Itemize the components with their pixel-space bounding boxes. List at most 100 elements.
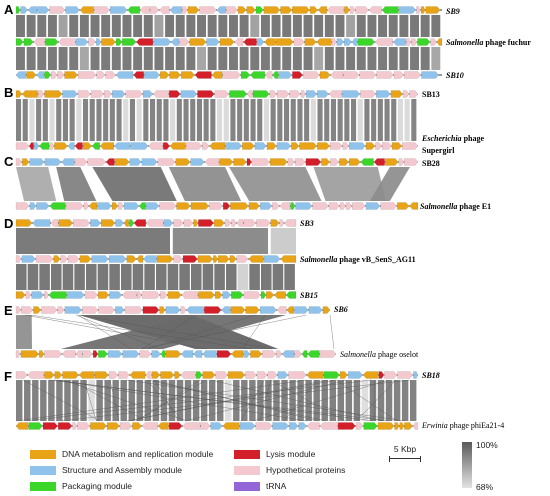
gene-arrow — [58, 422, 73, 430]
gene-arrow — [153, 90, 169, 98]
gene-arrow — [36, 202, 50, 210]
gene-arrow — [142, 90, 153, 98]
gene-arrow — [133, 219, 146, 227]
gene-arrow — [92, 350, 98, 358]
gene-arrow — [165, 306, 181, 314]
gene-arrow — [430, 38, 437, 46]
gene-arrow — [90, 90, 104, 98]
gene-arrow — [182, 6, 188, 14]
gene-arrow — [15, 71, 27, 79]
gene-arrow — [339, 202, 346, 210]
gene-arrow — [35, 255, 54, 263]
gene-arrow — [142, 306, 160, 314]
gene-arrow — [306, 422, 320, 430]
gene-arrow — [140, 6, 150, 14]
gene-arrow — [42, 422, 58, 430]
gene-arrow — [108, 255, 127, 263]
panel-letter-b: B — [4, 85, 13, 100]
genome-track-sb13 — [15, 90, 419, 98]
gene-arrow — [29, 142, 34, 150]
gene-arrow — [349, 158, 361, 166]
gene-arrow — [62, 90, 78, 98]
gene-arrow — [272, 71, 279, 79]
track-label-fuchur: Salmonella phage fuchur — [446, 38, 531, 47]
gene-arrow — [229, 90, 247, 98]
gene-arrow — [223, 202, 230, 210]
gene-arrow — [286, 306, 295, 314]
gene-arrow — [179, 38, 190, 46]
gene-arrow — [397, 202, 410, 210]
gene-arrow — [98, 306, 115, 314]
gene-arrow — [399, 422, 404, 430]
gene-arrow — [222, 71, 241, 79]
gene-arrow — [272, 422, 289, 430]
gene-arrow — [247, 90, 253, 98]
gene-arrow — [15, 219, 33, 227]
gene-arrow — [82, 350, 93, 358]
gene-arrow — [141, 158, 158, 166]
gene-arrow — [122, 291, 137, 299]
gene-arrow — [327, 6, 344, 14]
gene-arrow — [260, 202, 272, 210]
gene-arrow — [156, 255, 174, 263]
gene-arrow — [381, 6, 399, 14]
gene-arrow — [190, 202, 209, 210]
gene-arrow — [159, 71, 170, 79]
track-label-sb10: SB10 — [446, 71, 464, 80]
gene-arrow — [224, 219, 232, 227]
gene-arrow — [255, 6, 264, 14]
gene-arrow — [100, 142, 114, 150]
panel-letter-d: D — [4, 216, 13, 231]
gene-arrow — [303, 71, 320, 79]
gene-arrow — [365, 142, 376, 150]
track-label-supergirl-line2: Supergirl — [422, 146, 455, 155]
gene-arrow — [243, 350, 250, 358]
gene-arrow — [194, 71, 212, 79]
legend-item-trna: tRNA — [234, 480, 286, 492]
gene-arrow — [66, 291, 85, 299]
track-label-supergirl: Escherichia phage — [421, 134, 484, 143]
gene-arrow — [54, 142, 68, 150]
gene-arrow — [263, 6, 281, 14]
gene-arrow — [73, 219, 91, 227]
gene-arrow — [344, 38, 352, 46]
legend-swatch-lysis — [234, 449, 260, 459]
gene-arrow — [215, 371, 228, 379]
gene-arrow — [210, 422, 223, 430]
gene-arrow — [151, 350, 161, 358]
gene-arrow — [277, 90, 290, 98]
gene-arrow — [342, 90, 360, 98]
gene-arrow — [60, 255, 68, 263]
gene-arrow — [226, 6, 238, 14]
gene-arrow — [187, 6, 200, 14]
gene-arrow — [321, 158, 330, 166]
gene-arrow — [217, 255, 230, 263]
gene-arrow — [197, 90, 215, 98]
legend-item-lysis: Lysis module — [234, 448, 315, 460]
gene-arrow — [186, 306, 204, 314]
gene-arrow — [295, 158, 306, 166]
gene-arrow — [49, 142, 54, 150]
gene-arrow — [38, 90, 45, 98]
gene-arrow — [256, 371, 268, 379]
gene-arrow — [376, 90, 391, 98]
gene-arrow — [222, 422, 240, 430]
scale-line — [389, 456, 421, 462]
genome-tracks — [15, 6, 443, 430]
gene-arrow — [67, 255, 80, 263]
gene-arrow — [97, 202, 112, 210]
gene-arrow — [298, 422, 307, 430]
gene-arrow — [263, 255, 281, 263]
gene-arrow — [243, 291, 261, 299]
gene-arrow — [307, 350, 320, 358]
gene-arrow — [360, 158, 374, 166]
gene-arrow — [49, 202, 66, 210]
gene-arrow — [360, 90, 376, 98]
gene-arrow — [390, 90, 403, 98]
scale-label: 5 Kbp — [393, 444, 417, 454]
gene-arrow — [323, 371, 340, 379]
gene-arrow — [234, 38, 244, 46]
genome-track-sb10 — [15, 71, 442, 79]
gene-arrow — [380, 202, 397, 210]
gene-arrow — [28, 422, 43, 430]
